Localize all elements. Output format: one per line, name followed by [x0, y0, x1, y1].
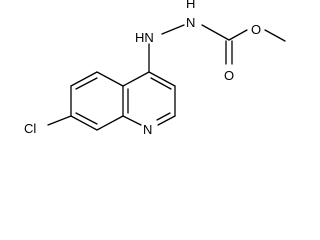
bond-c5-c6-inner	[75, 77, 98, 90]
bond-c4-c3	[148, 71, 176, 87]
atom-label-n-h: H	[186, 0, 195, 11]
bond-c2-n1-inner	[156, 112, 171, 121]
bond-c5-c6	[70, 71, 98, 87]
structure-canvas: HN H N O O Cl N	[24, 0, 286, 137]
bond-c4a-c5	[96, 71, 124, 87]
atom-label-o-ester: O	[251, 22, 261, 37]
bond-c7-c8	[70, 115, 98, 131]
bond-c2-n1	[157, 115, 176, 126]
atom-label-n2: N	[186, 15, 195, 30]
bond-c7-cl	[47, 115, 72, 126]
atom-label-cl: Cl	[24, 121, 36, 136]
atom-label-hn: HN	[135, 30, 154, 45]
bond-c4-c4a	[122, 71, 150, 87]
bond-n1-c8a	[122, 115, 142, 126]
bond-oester-ch3	[264, 29, 286, 42]
molecule-structure: HN H N O O Cl N	[24, 0, 286, 137]
bond-c7-c8-inner	[75, 112, 98, 125]
bond-c8-c8a	[96, 115, 124, 131]
atom-label-n-ring: N	[143, 122, 152, 137]
atom-label-o-carbonyl: O	[224, 68, 234, 83]
bond-nh-nh	[161, 24, 185, 35]
bond-c-oester	[228, 29, 248, 41]
bond-c4-c3-inner	[150, 77, 172, 90]
bond-nh-carbonyl	[201, 24, 230, 41]
